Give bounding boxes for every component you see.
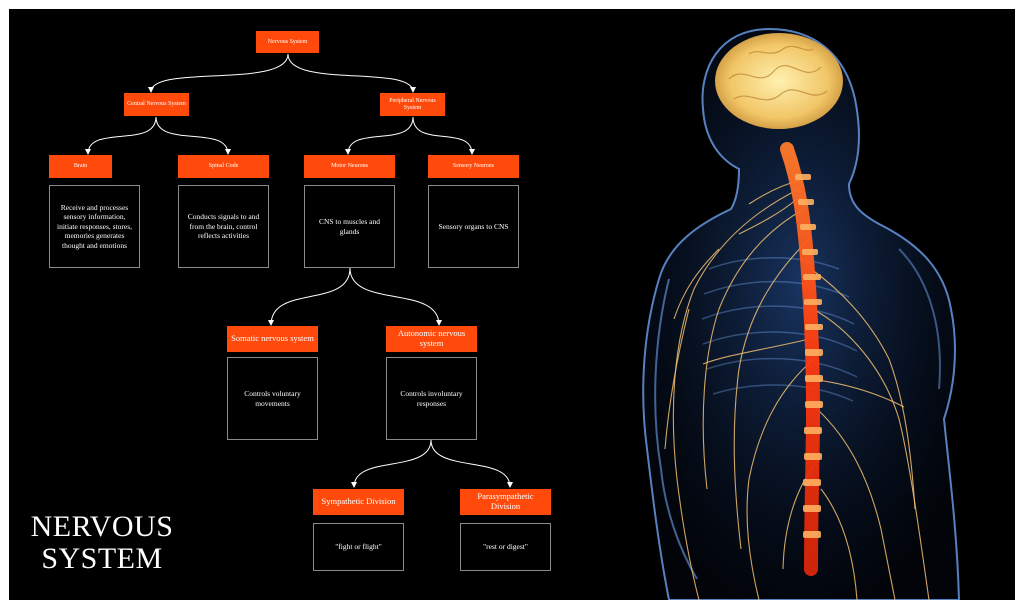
brain [715, 33, 843, 129]
desc-sensory-neurons: Sensory organs to CNS [428, 185, 519, 268]
node-spinal-cord: Spinal Code [178, 155, 269, 178]
desc-somatic: Controls voluntary movements [227, 357, 318, 440]
node-nervous-system: Nervous System [256, 31, 319, 53]
node-sympathetic-division: Sympathetic Division [313, 489, 404, 515]
desc-brain: Receive and processes sensory informatio… [49, 185, 140, 268]
node-somatic-nervous-system: Somatic nervous system [227, 326, 318, 352]
human-nervous-system-illustration [642, 27, 961, 600]
body-outline [642, 27, 961, 600]
connector-cns-brain [85, 116, 157, 155]
vertebrae [795, 174, 823, 538]
connector-root-pns [287, 53, 416, 93]
connector-cns-spinal [155, 116, 231, 155]
node-autonomic-nervous-system: Autonomic nervous system [386, 326, 477, 352]
connector-pns-motor [345, 116, 414, 155]
connector-autonomic-parasympathetic [430, 439, 513, 488]
connector-motor-somatic [268, 267, 351, 326]
page-title: NERVOUS SYSTEM [30, 510, 174, 576]
node-parasympathetic-division: Parasympathetic Division [460, 489, 551, 515]
node-peripheral-nervous-system: Peripheral Nervous System [380, 93, 445, 116]
desc-spinal-cord: Conducts signals to and from the brain, … [178, 185, 269, 268]
connector-root-cns [148, 53, 289, 93]
connector-autonomic-sympathetic [351, 439, 432, 488]
node-brain: Brain [49, 155, 112, 178]
desc-motor-neurons: CNS to muscles and glands [304, 185, 395, 268]
arm-outline [654, 278, 698, 580]
connector-motor-autonomic [349, 267, 442, 326]
connector-lines [85, 53, 513, 488]
node-central-nervous-system: Central Nervous System [124, 93, 189, 116]
connector-pns-sensory [412, 116, 475, 155]
desc-sympathetic: "fight or flight" [313, 523, 404, 571]
desc-parasympathetic: "rest or digest" [460, 523, 551, 571]
desc-autonomic: Controls involuntary responses [386, 357, 477, 440]
node-motor-neurons: Motor Neurons [304, 155, 395, 178]
diagram-canvas: Nervous System Central Nervous System Pe… [9, 9, 1015, 600]
node-sensory-neurons: Sensory Neurons [428, 155, 519, 178]
spinal-cord [780, 142, 821, 576]
